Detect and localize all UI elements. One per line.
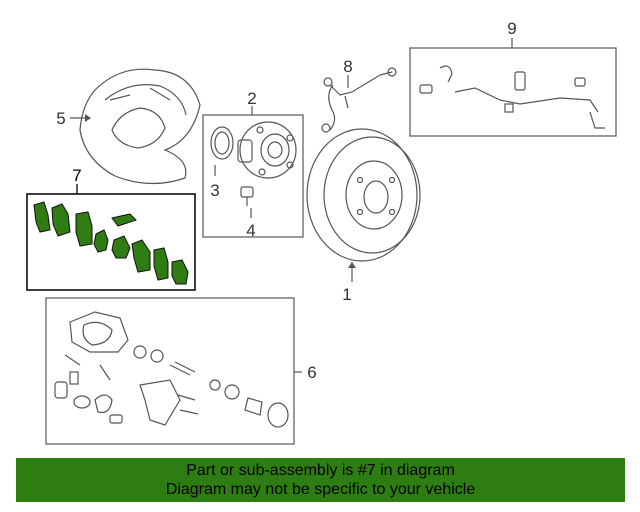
callout-6: 6: [307, 363, 316, 382]
caliper-illustration: [54, 311, 289, 428]
diagram-note-banner: Part or sub-assembly is #7 in diagram Di…: [16, 458, 625, 502]
callout-9: 9: [507, 19, 516, 38]
pad-set-group[interactable]: [26, 184, 196, 291]
parts-diagram: 1 2 3 4 5 6 7 8 9: [26, 19, 617, 445]
callout-3: 3: [210, 181, 219, 200]
hub-group-box: [202, 114, 304, 238]
splash-shield-illustration: [70, 68, 201, 185]
callout-7: 7: [72, 166, 81, 185]
callout-5: 5: [56, 109, 65, 128]
part-note-line: Part or sub-assembly is #7 in diagram: [186, 462, 455, 479]
brake-hose-illustration: [321, 67, 397, 133]
sensor-group-box: [409, 47, 617, 137]
disclaimer-line: Diagram may not be specific to your vehi…: [165, 481, 476, 498]
callout-1: 1: [342, 285, 351, 304]
caliper-group-box: [45, 297, 295, 445]
brake-rotor-illustration: [306, 128, 421, 262]
pad-set-box: [26, 193, 196, 291]
callout-8: 8: [343, 57, 352, 76]
brake-pads-illustration: [33, 201, 189, 285]
wheel-sensor-illustration: [419, 65, 605, 129]
hub-illustration: [210, 121, 297, 206]
callout-4: 4: [246, 221, 255, 240]
callout-2: 2: [247, 89, 256, 108]
